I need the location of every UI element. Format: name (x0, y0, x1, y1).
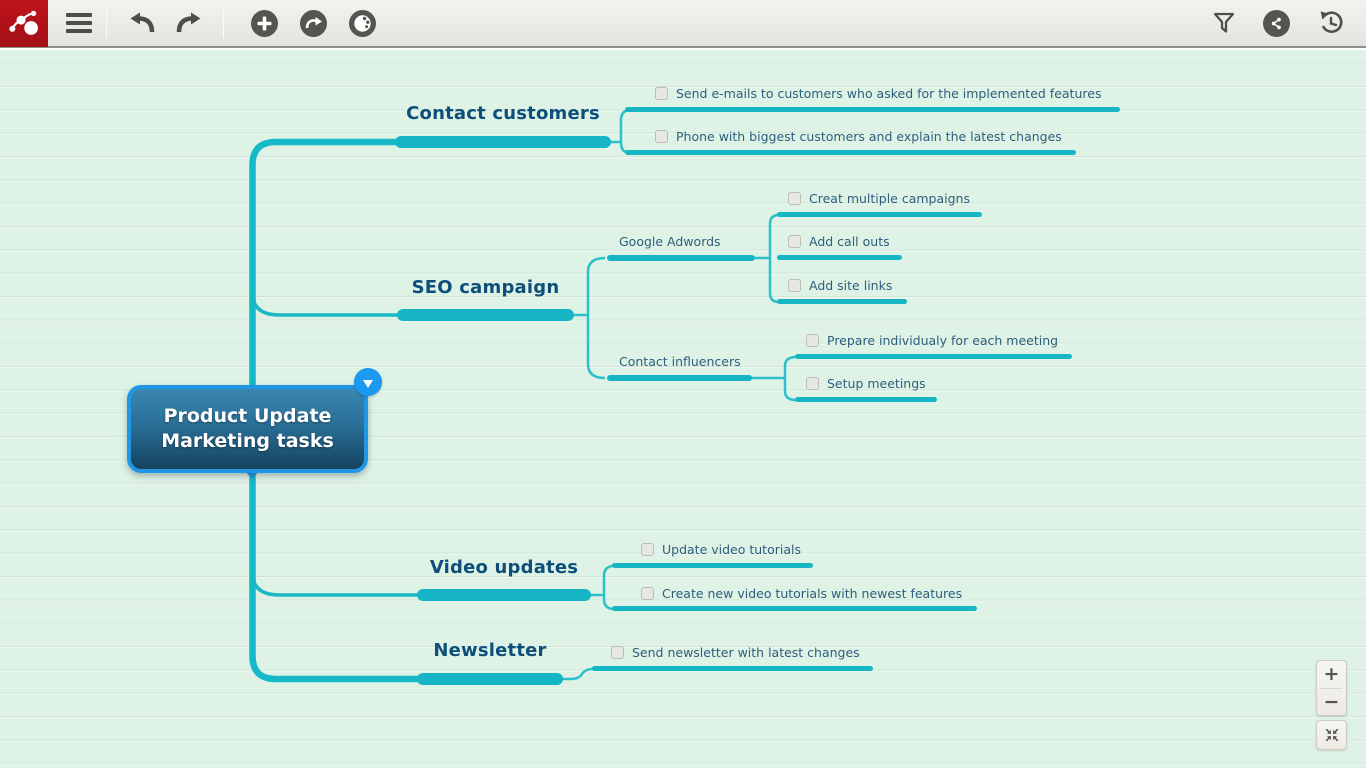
task-label[interactable]: Prepare individualy for each meeting (827, 333, 1059, 348)
task-label[interactable]: Update video tutorials (662, 542, 801, 557)
fit-map-button[interactable] (1316, 720, 1347, 750)
branch-underline (612, 606, 977, 611)
task-item: Prepare individualy for each meeting (806, 333, 1058, 348)
zoom-controls: + − (1316, 660, 1347, 716)
fit-map-icon (1325, 728, 1338, 742)
task-checkbox[interactable] (788, 234, 801, 248)
zoom-out-button[interactable]: − (1323, 690, 1340, 713)
reposition-icon[interactable] (300, 9, 327, 37)
task-checkbox[interactable] (806, 376, 819, 390)
branch-underline-newsletter[interactable] (417, 673, 563, 685)
mindomo-logo-icon[interactable] (0, 0, 48, 47)
task-item: Add call outs (788, 234, 890, 249)
task-label[interactable]: Add site links (809, 278, 893, 293)
task-checkbox[interactable] (788, 191, 801, 205)
branch-underline (592, 666, 873, 671)
task-checkbox[interactable] (655, 129, 668, 143)
task-item: Setup meetings (806, 376, 926, 391)
central-topic-notch (245, 471, 259, 479)
theme-palette-icon[interactable] (349, 9, 376, 37)
task-label[interactable]: Send e-mails to customers who asked for … (676, 86, 1102, 101)
add-topic-icon[interactable] (251, 9, 278, 37)
branch-underline-google-adwords[interactable] (607, 255, 755, 261)
task-label[interactable]: Creat multiple campaigns (809, 191, 970, 206)
topic-contact-customers[interactable]: Contact customers (406, 103, 600, 124)
mindmap-canvas[interactable]: Contact customers SEO campaign Video upd… (0, 50, 1366, 768)
zoom-in-button[interactable]: + (1323, 663, 1340, 685)
task-label[interactable]: Send newsletter with latest changes (632, 645, 860, 660)
task-item: Create new video tutorials with newest f… (641, 586, 962, 601)
redo-icon[interactable] (173, 11, 201, 35)
task-checkbox[interactable] (806, 333, 819, 347)
task-item: Update video tutorials (641, 542, 801, 557)
central-topic[interactable]: Product Update Marketing tasks (127, 385, 368, 473)
task-checkbox[interactable] (611, 645, 624, 659)
topic-video-updates[interactable]: Video updates (429, 557, 579, 578)
topic-google-adwords[interactable]: Google Adwords (619, 234, 721, 249)
task-item: Send e-mails to customers who asked for … (655, 86, 1101, 101)
topic-contact-influencers[interactable]: Contact influencers (619, 354, 741, 369)
toolbar-separator (106, 8, 107, 38)
branch-underline (777, 255, 902, 260)
task-label[interactable]: Phone with biggest customers and explain… (676, 129, 1062, 144)
task-item: Send newsletter with latest changes (611, 645, 860, 660)
branch-underline (612, 563, 813, 568)
undo-icon[interactable] (129, 11, 157, 35)
branch-underline-contact-customers[interactable] (395, 136, 611, 148)
topic-newsletter[interactable]: Newsletter (433, 640, 547, 661)
task-label[interactable]: Setup meetings (827, 376, 926, 391)
task-item: Creat multiple campaigns (788, 191, 970, 206)
collapse-toggle-icon[interactable] (354, 368, 382, 396)
branch-underline-seo-campaign[interactable] (397, 309, 574, 321)
filter-icon[interactable] (1213, 12, 1235, 34)
task-checkbox[interactable] (641, 542, 654, 556)
task-checkbox[interactable] (641, 586, 654, 600)
task-item: Phone with biggest customers and explain… (655, 129, 1062, 144)
task-item: Add site links (788, 278, 892, 293)
task-label[interactable]: Create new video tutorials with newest f… (662, 586, 963, 601)
branch-underline (795, 354, 1072, 359)
branch-underline-contact-influencers[interactable] (607, 375, 752, 381)
branch-underline (795, 397, 937, 402)
branch-underline-video-updates[interactable] (417, 589, 591, 601)
branch-underline (625, 150, 1076, 155)
toolbar-separator (223, 8, 224, 38)
topic-seo-campaign[interactable]: SEO campaign (411, 277, 560, 298)
branch-underline (777, 212, 982, 217)
branch-underline (625, 107, 1120, 112)
menu-icon[interactable] (66, 13, 92, 33)
task-checkbox[interactable] (788, 278, 801, 292)
task-label[interactable]: Add call outs (809, 234, 890, 249)
zoom-divider (1321, 688, 1342, 689)
toolbar (0, 0, 1366, 48)
share-icon[interactable] (1263, 9, 1290, 37)
branch-underline (777, 299, 907, 304)
history-icon[interactable] (1318, 10, 1344, 36)
task-checkbox[interactable] (655, 86, 668, 100)
